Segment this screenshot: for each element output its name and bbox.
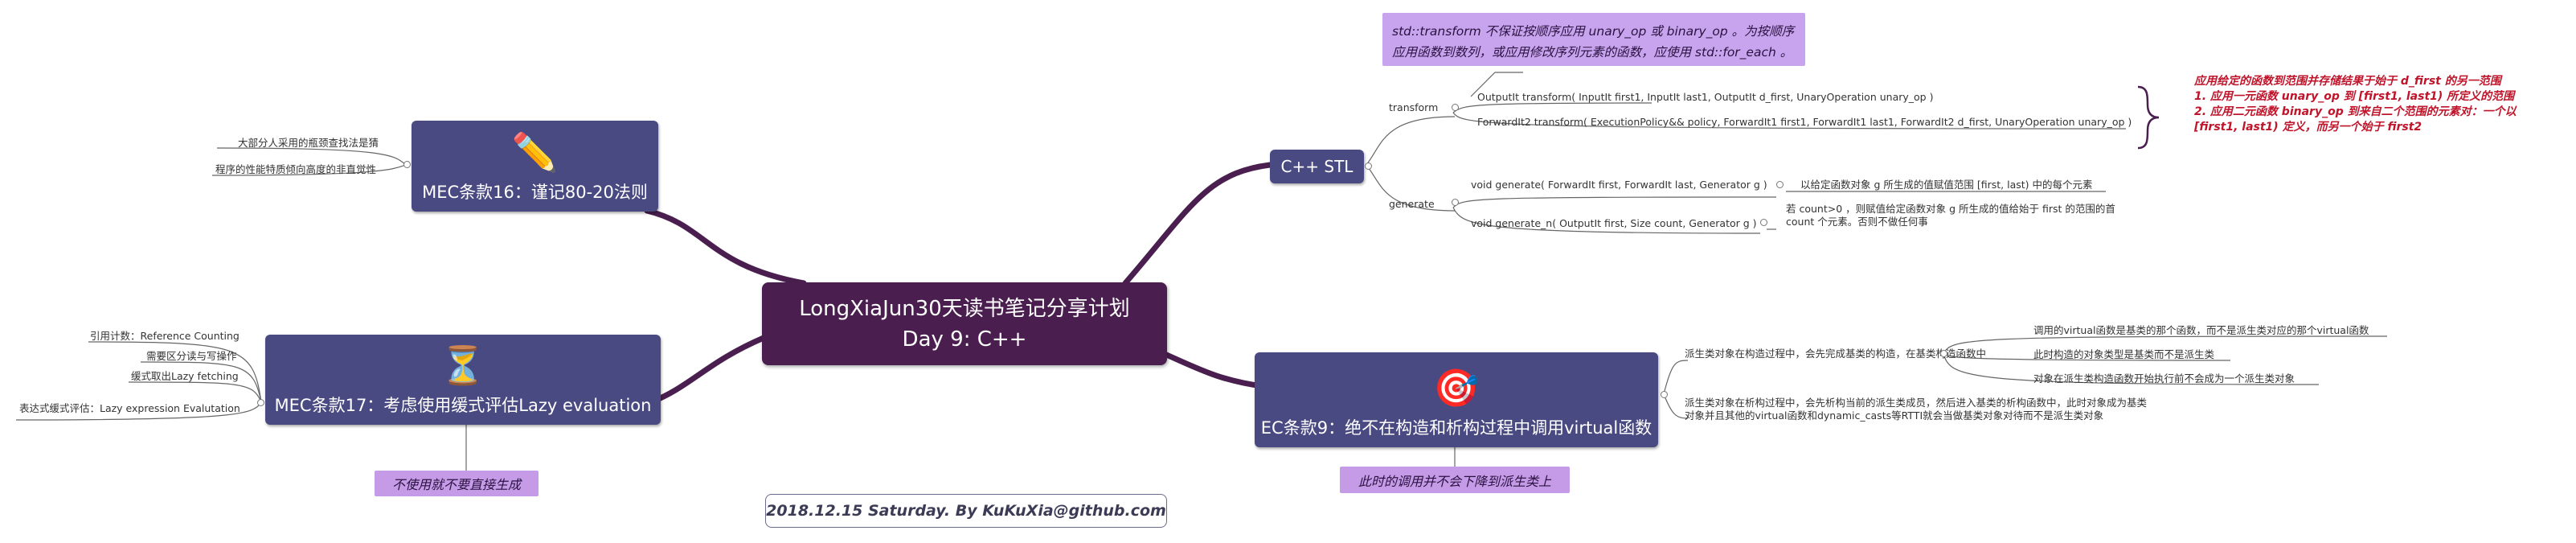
edge-mec17-leaf1	[88, 341, 262, 403]
edge-b1-c1	[1943, 335, 2388, 355]
topic-mec16-title: MEC条款16：谨记80-20法则	[422, 183, 648, 202]
central-topic[interactable]: LongXiaJun30天读书笔记分享计划 Day 9: C++	[762, 282, 1167, 365]
mec17-callout: 不使用就不要直接生成	[375, 471, 539, 496]
generate-sig1-toggle[interactable]	[1776, 181, 1784, 188]
generate-desc-1: 以给定函数对象 g 所生成的值赋值范围 [first, last) 中的每个元素	[1800, 179, 2093, 191]
edge-stl-generate	[1366, 164, 1456, 212]
transform-sig-2: ForwardIt2 transform( ExecutionPolicy&& …	[1477, 116, 2132, 128]
stl-top-note: std::transform 不保证按顺序应用 unary_op 或 binar…	[1382, 13, 1805, 66]
edge-b1-c2	[1943, 353, 2231, 361]
edge-stl-note	[1470, 72, 1523, 97]
mec16-leaf-2: 程序的性能特质倾向高度的非直觉性	[215, 163, 377, 175]
transform-brace	[2137, 85, 2160, 150]
transform-note-line-1: 应用给定的函数到范围并存储结果于始于 d_first 的另一范围	[2194, 75, 2501, 88]
edge-transform-sig1	[1452, 102, 1652, 113]
mec17-leaf-4: 表达式缓式评估：Lazy expression Evalutation	[19, 402, 240, 414]
mec17-leaf-3: 缓式取出Lazy fetching	[131, 370, 239, 382]
topic-ec9[interactable]: 🎯 EC条款9：绝不在构造和析构过程中调用virtual函数	[1255, 352, 1658, 447]
ec9-collapse-toggle[interactable]	[1661, 391, 1668, 398]
transform-note-line-3: 2. 应用二元函数 binary_op 到来自二个范围的元素对：一个以	[2194, 105, 2517, 118]
transform-toggle[interactable]	[1452, 104, 1459, 111]
edge-mec16-leaf2	[211, 164, 407, 176]
edge-ec9-branch2	[1663, 393, 1689, 419]
central-title-line2: Day 9: C++	[902, 327, 1027, 352]
stl-collapse-toggle[interactable]	[1365, 162, 1372, 170]
mec16-collapse-toggle[interactable]	[403, 161, 411, 168]
transform-sig-1: OutputIt transform( InputIt first1, Inpu…	[1477, 91, 1934, 103]
mec17-leaf-2: 需要区分读与写操作	[146, 350, 237, 362]
target-icon: 🎯	[1433, 366, 1480, 409]
edge-b1-c3	[1943, 353, 2320, 385]
edge-transform-sig2	[1452, 112, 2127, 130]
generate-label: generate	[1389, 198, 1435, 210]
branch-to-mec16	[644, 208, 807, 286]
generate-sig2-toggle[interactable]	[1760, 219, 1767, 226]
topic-cpp-stl[interactable]: C++ STL	[1270, 150, 1364, 183]
mec16-leaf-1: 大部分人采用的瓶颈查找法是猜	[238, 137, 379, 149]
topic-ec9-title: EC条款9：绝不在构造和析构过程中调用virtual函数	[1260, 418, 1652, 438]
ec9-branch1-child-2: 此时构造的对象类型是基类而不是派生类	[2033, 348, 2215, 360]
topic-mec17[interactable]: ⏳ MEC条款17：考虑使用缓式评估Lazy evaluation	[265, 335, 661, 425]
pencil-icon: ✏️	[511, 130, 559, 174]
transform-note-line-2: 1. 应用一元函数 unary_op 到 [first1, last1) 所定义…	[2194, 90, 2515, 103]
branch-to-stl	[1122, 162, 1273, 286]
mec17-collapse-toggle[interactable]	[257, 399, 264, 406]
transform-label: transform	[1389, 101, 1439, 113]
generate-sig-1: void generate( ForwardIt first, ForwardI…	[1471, 179, 1767, 191]
topic-mec16[interactable]: ✏️ MEC条款16：谨记80-20法则	[412, 121, 658, 212]
edge-mec17-leaf4	[15, 401, 262, 421]
hourglass-icon: ⏳	[440, 343, 486, 387]
edge-generate-sig1	[1452, 196, 1777, 208]
ec9-branch-2: 派生类对象在析构过程中，会先析构当前的派生类成员，然后进入基类的析构函数中，此时…	[1685, 397, 2148, 422]
edge-generate-sig2	[1452, 207, 1761, 234]
edge-mec17-leaf3	[128, 381, 262, 403]
edge-mec17-leaf2	[140, 361, 262, 403]
topic-mec17-title: MEC条款17：考虑使用缓式评估Lazy evaluation	[274, 396, 652, 415]
ec9-branch1-toggle[interactable]	[1940, 350, 1947, 357]
ec9-callout: 此时的调用并不会下降到派生类上	[1340, 467, 1570, 493]
generate-toggle[interactable]	[1452, 199, 1459, 206]
generate-desc-2: 若 count>0 ，则赋值给定函数对象 g 所生成的值给始于 first 的范…	[1786, 203, 2115, 228]
ec9-branch-1: 派生类对象在构造过程中，会先完成基类的构造，在基类构造函数中	[1685, 348, 1987, 360]
ec9-branch1-child-3: 对象在派生类构造函数开始执行前不会成为一个派生类对象	[2033, 372, 2295, 385]
ec9-branch1-child-1: 调用的virtual函数是基类的那个函数，而不是派生类对应的那个virtual函…	[2033, 324, 2369, 336]
generate-sig-2: void generate_n( OutputIt first, Size co…	[1471, 217, 1757, 229]
branch-to-mec17	[648, 335, 767, 405]
edge-stl-transform	[1366, 116, 1456, 166]
transform-note: 应用给定的函数到范围并存储结果于始于 d_first 的另一范围 1. 应用一元…	[2194, 74, 2564, 135]
footer-date-author: 2018.12.15 Saturday. By KuKuXia@github.c…	[765, 494, 1167, 528]
central-title-line1: LongXiaJun30天读书笔记分享计划	[799, 296, 1130, 321]
edge-mec16-leaf1	[216, 147, 407, 166]
mec17-leaf-1: 引用计数：Reference Counting	[90, 330, 240, 342]
transform-note-line-4: [first1, last1) 定义，而另一个始于 first2	[2194, 121, 2422, 134]
edge-ec9-branch1	[1663, 360, 1689, 395]
